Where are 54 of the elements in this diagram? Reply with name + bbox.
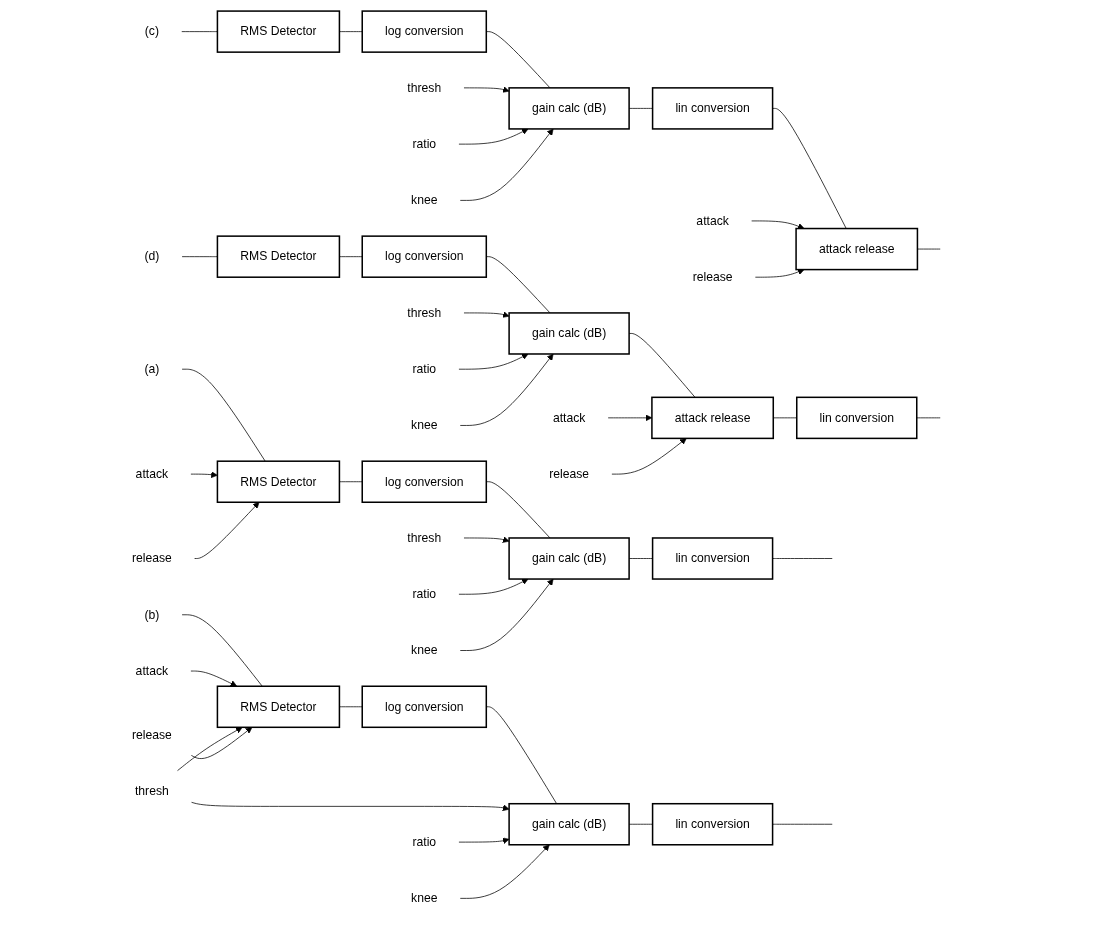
node-box bbox=[508, 312, 630, 355]
node-box bbox=[651, 396, 774, 440]
node-text: ratio bbox=[412, 362, 436, 376]
block-diagram: (a) RMS Detector log conversion gain calc (dB) lin conversion attack release thresh ratio knee (b) RMS Detector log conversion gain calc (dB) lin conversion attack release thresh ratio knee (c) RMS Detector log conversion gain calc (dB) lin conversion attack release thresh ratio knee attack release (d) RMS Detector log conversion gain calc (dB) attack release lin conversion thresh ratio knee attack release bbox=[102, 5, 996, 925]
connector bbox=[772, 823, 833, 825]
connector bbox=[181, 368, 266, 462]
node-text: attack bbox=[135, 467, 168, 481]
node-text: release bbox=[131, 728, 172, 741]
node-text: (a) bbox=[144, 362, 160, 376]
node-text: thresh bbox=[407, 306, 441, 320]
node-box bbox=[361, 235, 487, 278]
node-text: (b) bbox=[144, 607, 160, 621]
connector bbox=[181, 256, 218, 258]
node-box bbox=[361, 460, 487, 503]
node-box bbox=[361, 685, 487, 729]
node-text: knee bbox=[410, 418, 438, 432]
connector bbox=[628, 558, 653, 559]
node-box bbox=[216, 235, 340, 278]
node-box bbox=[508, 802, 630, 846]
node-text: knee bbox=[410, 643, 438, 657]
connector bbox=[916, 417, 941, 419]
connector bbox=[628, 333, 696, 398]
node-text: attack bbox=[552, 411, 586, 424]
node-box bbox=[651, 87, 774, 130]
node-box bbox=[216, 10, 340, 53]
connector bbox=[772, 558, 833, 559]
connector bbox=[628, 823, 653, 825]
node-box bbox=[795, 396, 918, 440]
node-text: (d) bbox=[144, 249, 160, 263]
node-box bbox=[795, 227, 918, 271]
node-text: thresh bbox=[407, 531, 441, 545]
node-text: ratio bbox=[412, 137, 436, 151]
node-text: thresh bbox=[134, 784, 169, 798]
node-box bbox=[216, 685, 340, 729]
node-text: ratio bbox=[412, 587, 436, 601]
node-text: release bbox=[131, 551, 172, 565]
connector bbox=[181, 31, 218, 32]
node-box bbox=[216, 460, 340, 503]
connector bbox=[628, 108, 653, 109]
node-text: knee bbox=[410, 193, 438, 207]
node-text: (c) bbox=[144, 24, 159, 38]
node-text: release bbox=[692, 270, 733, 284]
node-text: ratio bbox=[412, 835, 436, 849]
node-text: release bbox=[548, 467, 589, 481]
node-box bbox=[651, 537, 774, 580]
node-box bbox=[651, 802, 774, 846]
node-text: attack bbox=[135, 664, 168, 678]
connector bbox=[772, 108, 847, 229]
node-text: thresh bbox=[407, 81, 441, 94]
node-text: knee bbox=[410, 891, 438, 905]
node-box bbox=[508, 537, 630, 580]
node-box bbox=[361, 10, 487, 53]
node-text: attack bbox=[696, 214, 729, 228]
node-box bbox=[508, 87, 630, 130]
